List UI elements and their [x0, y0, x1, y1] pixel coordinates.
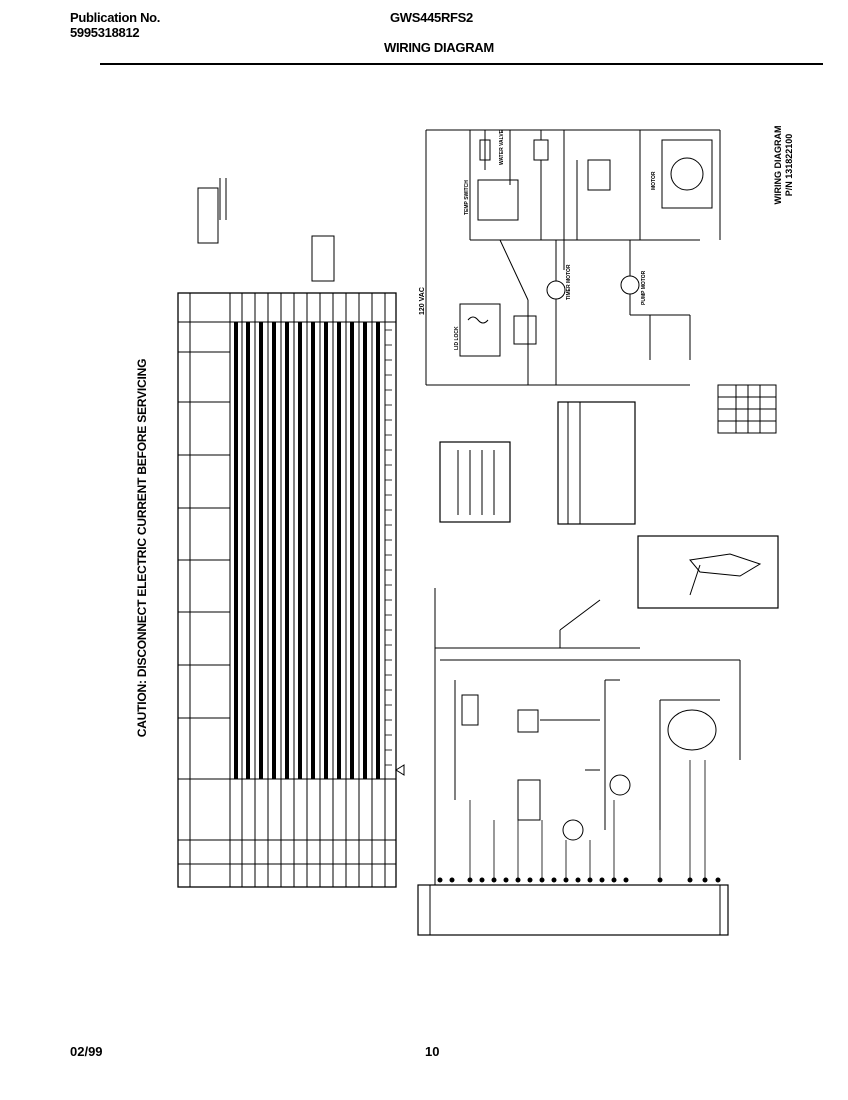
switch-contact-table	[717, 384, 777, 434]
lid-lock-label: LID LOCK	[454, 326, 460, 350]
timer-sequence-chart	[177, 292, 397, 888]
motor-terminal-detail	[637, 535, 779, 609]
timer-terminals	[437, 877, 721, 883]
page-number: 10	[425, 1044, 440, 1059]
publication-number: 5995318812	[70, 25, 140, 40]
component-wiring	[417, 588, 741, 936]
timer-position-key	[311, 235, 335, 282]
model-number: GWS445RFS2	[390, 10, 473, 25]
connector-block	[439, 441, 511, 523]
timer-motor-label: TIMER MOTOR	[566, 264, 572, 300]
water-valve-label: WATER VALVE	[499, 129, 505, 165]
ladder-schematic	[425, 129, 721, 386]
motor-label: MOTOR	[651, 171, 657, 190]
wiring-code-legend	[557, 401, 636, 525]
pump-motor-label: PUMP MOTOR	[641, 270, 647, 305]
timer-switch-detail	[197, 178, 227, 244]
header-rule	[100, 63, 823, 65]
publication-label: Publication No.	[70, 10, 161, 25]
temp-switch-label: TEMP SWITCH	[464, 180, 470, 215]
document-title: WIRING DIAGRAM	[384, 40, 494, 55]
revision-date: 02/99	[70, 1044, 103, 1059]
supply-voltage-label: 120 VAC	[419, 287, 426, 315]
timer-contact-bars	[234, 322, 380, 779]
